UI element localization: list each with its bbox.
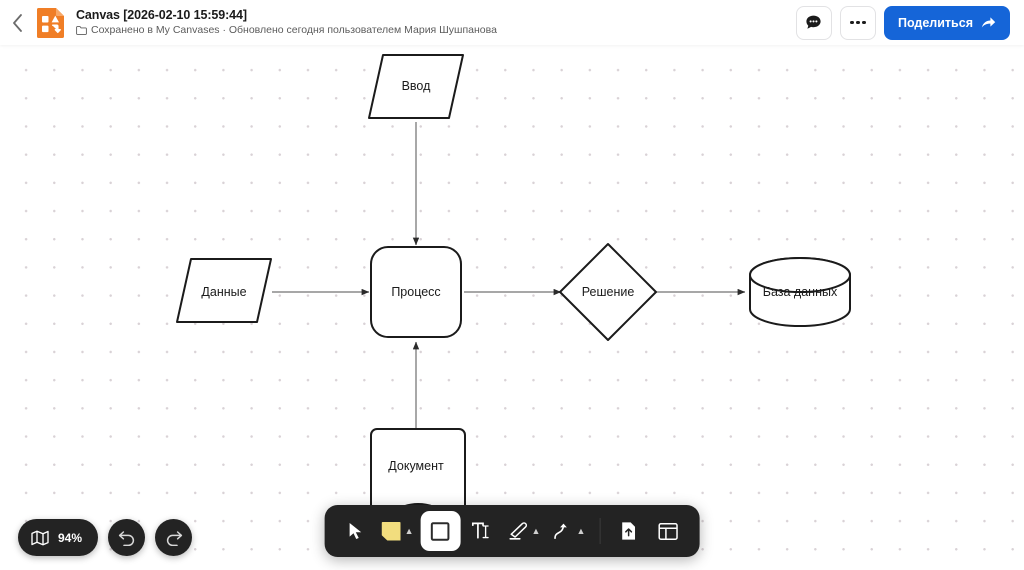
zoom-level-button[interactable]: 94% (18, 519, 99, 556)
frame-tool[interactable] (649, 511, 687, 551)
more-dots-icon (850, 20, 866, 25)
document-status-text: Сохранено в My Canvases · Обновлено сего… (91, 24, 497, 36)
canvas-board[interactable]: Ввод Данные Процесс Решение База данных … (0, 45, 1024, 570)
sticky-note-tool[interactable]: ▲ (377, 511, 419, 551)
share-button[interactable]: Поделиться (883, 5, 1010, 40)
toolbar-divider (599, 518, 601, 544)
node-vvod-shape[interactable] (368, 54, 464, 119)
share-button-label: Поделиться (897, 15, 973, 30)
node-reshenie-shape[interactable] (559, 243, 657, 341)
cursor-arrow-icon (349, 523, 362, 539)
chevron-up-icon: ▲ (531, 525, 541, 536)
comment-button[interactable] (795, 5, 832, 40)
connector-tool[interactable]: ▲ (547, 511, 590, 551)
square-shape-icon (431, 521, 450, 541)
redo-arrow-icon (166, 530, 182, 546)
connector-arrow-icon (554, 523, 567, 539)
zoom-level-value: 94% (58, 530, 83, 545)
tool-toolbar: ▲ ▲ (324, 505, 700, 557)
node-process-shape[interactable] (370, 246, 462, 338)
undo-button[interactable] (108, 519, 146, 556)
subtitle-row: Сохранено в My Canvases · Обновлено сего… (76, 24, 497, 37)
text-cursor-icon (471, 522, 489, 539)
select-tool[interactable] (337, 511, 375, 551)
frame-layout-icon (658, 522, 679, 540)
upload-tool[interactable] (609, 511, 647, 551)
pen-tool[interactable]: ▲ (503, 511, 546, 551)
flowchart-diagram (176, 54, 851, 521)
marker-pen-icon (509, 521, 527, 540)
back-button[interactable] (0, 0, 34, 45)
sticky-note-icon (381, 521, 401, 541)
canvas-document-icon (37, 7, 64, 38)
shape-tool[interactable] (420, 511, 461, 551)
header-actions: Поделиться (795, 5, 1024, 40)
share-arrow-icon (981, 16, 996, 28)
app-header: Canvas [2026-02-10 15:59:44] Сохранено в… (0, 0, 1024, 45)
node-dannye-shape[interactable] (176, 258, 272, 323)
chevron-up-icon: ▲ (576, 525, 586, 536)
upload-file-icon (621, 522, 635, 540)
chevron-left-icon (12, 13, 22, 32)
chevron-up-icon: ▲ (404, 525, 414, 536)
text-tool[interactable] (463, 511, 501, 551)
undo-arrow-icon (118, 530, 134, 546)
title-block: Canvas [2026-02-10 15:59:44] Сохранено в… (76, 8, 497, 37)
redo-button[interactable] (155, 519, 193, 556)
comment-bubble-icon (806, 15, 822, 29)
node-baza-top-ellipse (749, 257, 851, 293)
zoom-controls: 94% (18, 519, 193, 556)
edge-group (272, 122, 746, 432)
map-icon (31, 530, 49, 545)
more-options-button[interactable] (839, 5, 876, 40)
page-title[interactable]: Canvas [2026-02-10 15:59:44] (76, 8, 247, 22)
folder-icon (76, 26, 87, 35)
